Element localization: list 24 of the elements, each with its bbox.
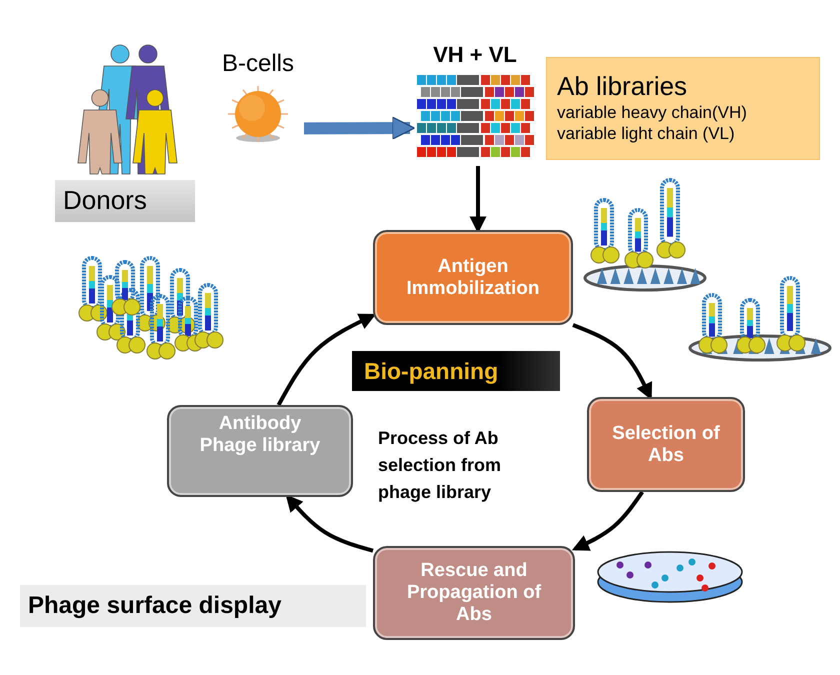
box-text: variable light chain (VL) — [557, 123, 735, 145]
box-label: Rescue and Propagation of Abs — [406, 560, 542, 626]
info-box — [546, 57, 820, 160]
box-label: Selection of Abs — [611, 422, 721, 466]
box-text: variable heavy chain(VH) — [557, 102, 747, 124]
label-box — [55, 180, 195, 222]
figure-label: B-cells — [222, 50, 294, 78]
box-label: Donors — [63, 186, 147, 216]
arrow — [572, 490, 644, 551]
figure-label: VH + VL — [433, 42, 517, 68]
box-label: Antigen Immobilization — [406, 256, 540, 300]
box-label: Antibody Phage library — [198, 413, 322, 457]
process-box — [167, 405, 353, 497]
process-box — [373, 230, 573, 325]
box-label: Bio-panning — [364, 358, 498, 384]
arrow — [276, 314, 376, 406]
box-heading: Ab libraries — [557, 72, 688, 102]
process-box — [373, 546, 575, 640]
description-text: Process of Ab selection from phage library — [378, 427, 502, 504]
box-label: Phage surface display — [28, 592, 282, 620]
arrow — [304, 116, 416, 140]
process-box — [587, 397, 745, 492]
arrow — [286, 494, 374, 553]
title-banner — [352, 351, 560, 391]
